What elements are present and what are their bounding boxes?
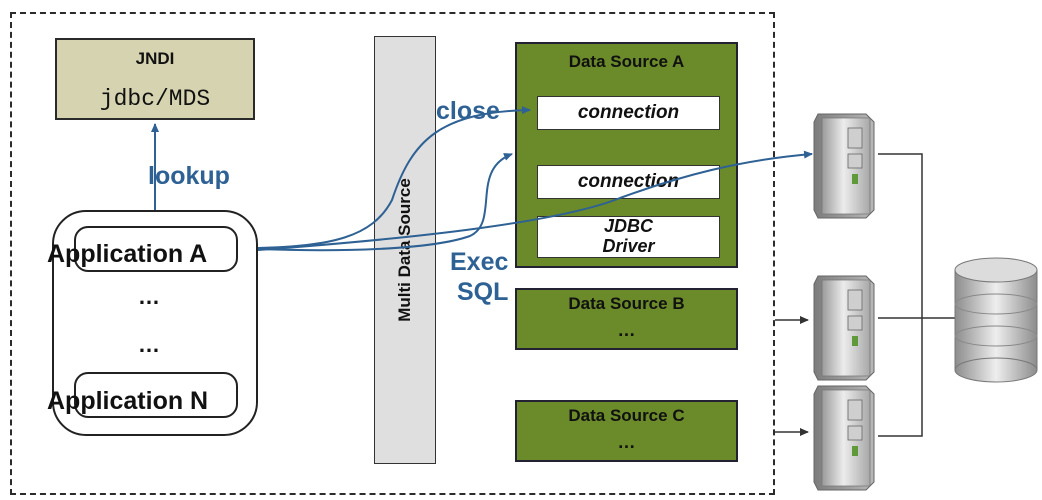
- jndi-path: jdbc/MDS: [99, 86, 211, 112]
- application-a-box: [74, 226, 238, 272]
- data-source-c-ellipsis: …: [617, 432, 636, 452]
- applications-ellipsis-1: …: [138, 284, 161, 309]
- server-icon: [813, 275, 875, 381]
- data-source-b: Data Source B …: [515, 288, 738, 350]
- data-source-c-title: Data Source C: [568, 406, 685, 425]
- database-icon: [954, 257, 1038, 383]
- exec-sql-label-line2: SQL: [457, 278, 509, 306]
- outer-boundary: [10, 12, 775, 495]
- jndi-box: JNDI jdbc/MDS: [55, 38, 255, 120]
- applications-ellipsis-2: …: [138, 332, 161, 357]
- connection-box-2: connection: [537, 165, 720, 199]
- data-source-b-ellipsis: …: [617, 320, 636, 340]
- server-icon: [813, 113, 875, 219]
- exec-sql-arrow: [257, 153, 513, 252]
- application-n-box: [74, 372, 238, 418]
- connection-box-1: connection: [537, 96, 720, 130]
- close-label: close: [436, 97, 500, 125]
- multi-data-source-bar: [374, 36, 436, 464]
- server-bus-line: [878, 153, 923, 437]
- data-source-a: Data Source A connection connection JDBC…: [515, 42, 738, 268]
- application-a-label: Application A: [47, 240, 208, 268]
- server-icon: [813, 385, 875, 491]
- data-source-a-title: Data Source A: [568, 52, 685, 71]
- close-arrow: [257, 106, 531, 249]
- jndi-title: JNDI: [135, 49, 175, 68]
- applications-group: [52, 210, 258, 436]
- data-source-c: Data Source C …: [515, 400, 738, 462]
- data-source-b-title: Data Source B: [568, 294, 685, 313]
- exec-sql-label-line1: Exec: [450, 248, 509, 276]
- jdbc-driver-line1: JDBC: [603, 216, 653, 236]
- connection-label-1: connection: [577, 102, 680, 123]
- jdbc-driver-line2: Driver: [602, 236, 655, 256]
- jdbc-driver-box: JDBC Driver: [537, 216, 720, 258]
- application-n-label: Application N: [47, 387, 209, 415]
- jdbc-to-server-arrow: [257, 150, 813, 251]
- lookup-label: lookup: [148, 162, 230, 190]
